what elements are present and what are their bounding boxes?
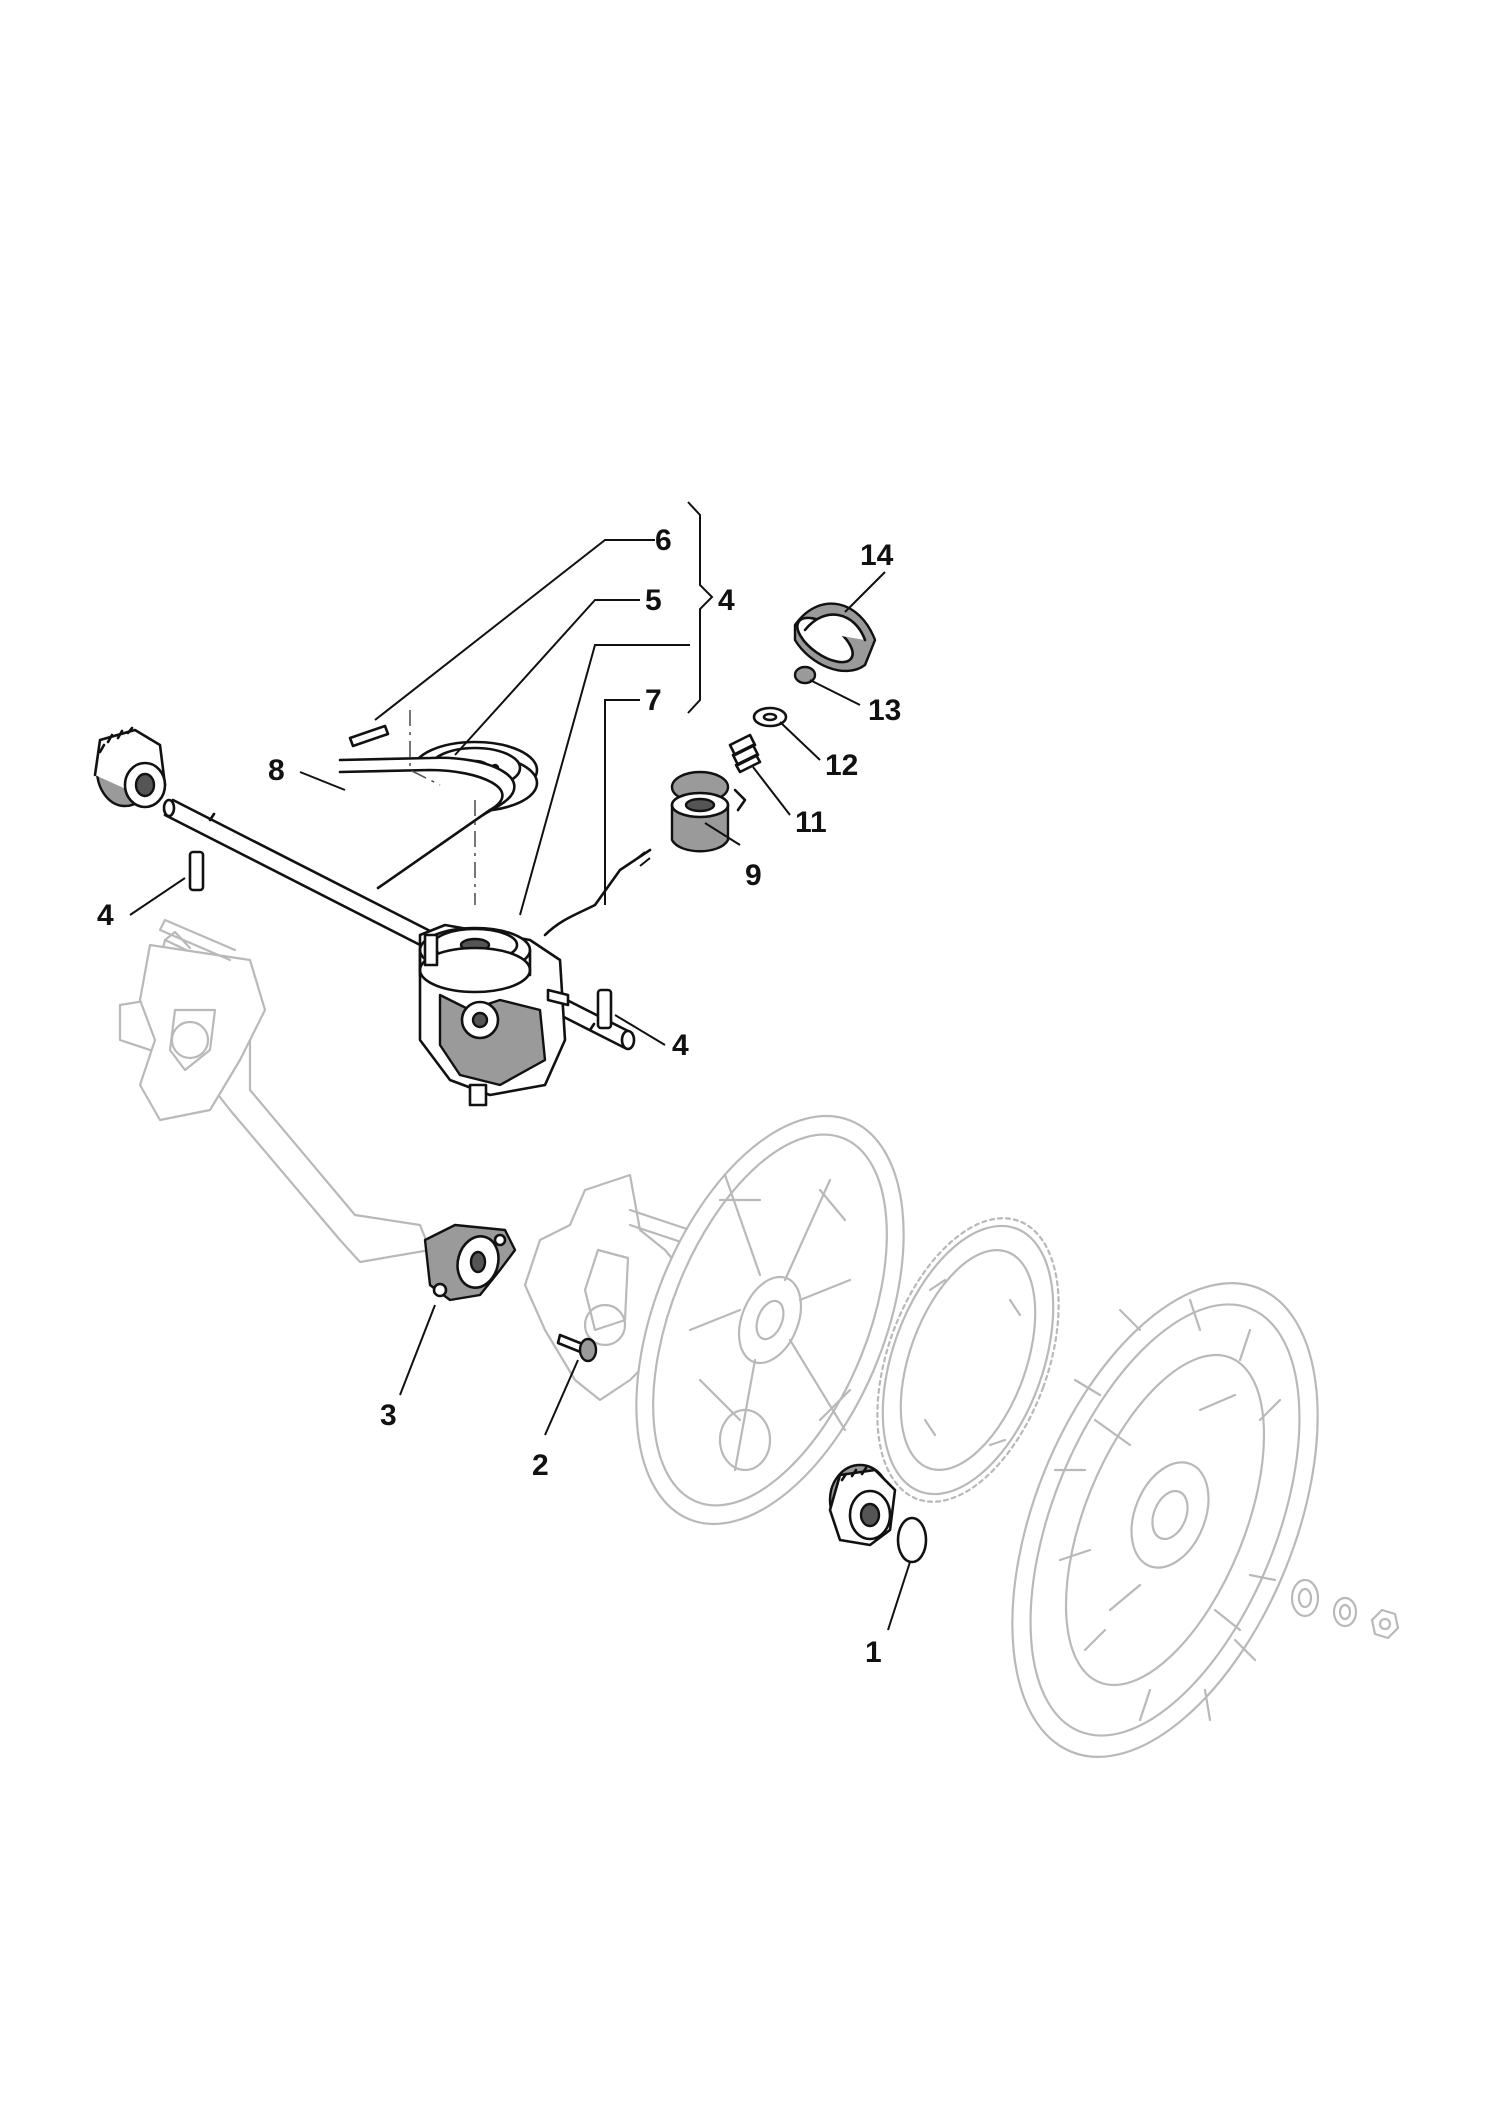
ghost-gear-ring xyxy=(876,1217,1060,1503)
callout-9: 8 xyxy=(268,754,285,787)
mounting-bracket xyxy=(423,1223,517,1302)
callout-13: 12 xyxy=(825,749,858,782)
callout-5: 4 xyxy=(718,584,735,617)
callout-12: 11 xyxy=(795,806,827,839)
pinion-gear-bottom xyxy=(828,1463,897,1547)
gearbox xyxy=(418,923,570,1107)
drive-belt xyxy=(338,756,516,890)
callout-11: 9 xyxy=(745,859,762,892)
callout-numbers: 6 5 4 7 8 4 4 9 11 12 13 14 3 2 1 xyxy=(97,524,901,1669)
pinion-gear-top xyxy=(93,726,167,809)
ghost-wheel-tire xyxy=(1011,1282,1319,1758)
circlip xyxy=(896,1516,928,1564)
knob-cap xyxy=(793,602,877,673)
ghost-wheel-hub-inner xyxy=(635,1114,905,1526)
pin-right xyxy=(596,988,613,1030)
leader-lines xyxy=(129,539,911,1631)
pin-left xyxy=(188,850,205,892)
callout-4-left: 4 xyxy=(97,899,114,932)
control-rod xyxy=(543,848,652,937)
roll-pin-top xyxy=(348,724,390,748)
callout-3: 3 xyxy=(380,1399,397,1432)
callout-1: 1 xyxy=(865,1636,882,1669)
spring xyxy=(728,733,762,774)
callout-8: 7 xyxy=(645,684,662,717)
washer xyxy=(752,706,788,728)
ghost-wheel-washers xyxy=(1290,1578,1400,1640)
callout-14: 13 xyxy=(868,694,901,727)
callout-7: 6 xyxy=(655,524,672,557)
callout-2: 2 xyxy=(532,1449,549,1482)
screw xyxy=(556,1333,598,1363)
assembly-brace xyxy=(687,501,714,714)
ghost-chassis-bracket xyxy=(118,918,432,1264)
callout-4-right: 4 xyxy=(672,1029,689,1062)
nut xyxy=(793,665,817,685)
bushing xyxy=(670,770,747,853)
callout-6: 5 xyxy=(645,584,662,617)
callout-15: 14 xyxy=(860,539,894,572)
